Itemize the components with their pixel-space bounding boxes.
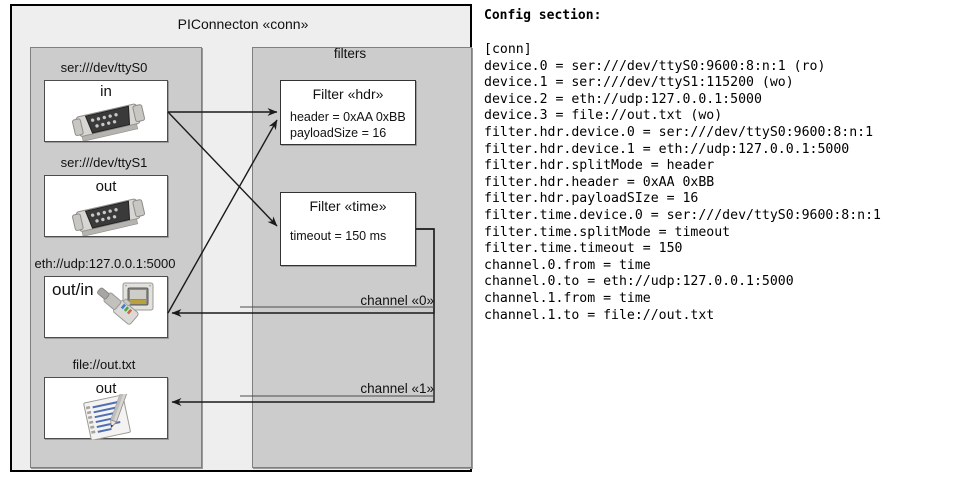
config-line: device.3 = file://out.txt (wo) (484, 108, 723, 124)
config-line: channel.1.from = time (484, 290, 651, 306)
component-title: PIConnecton «conn» (177, 16, 309, 32)
device-card-ttyS0[interactable]: in (44, 80, 168, 142)
filter-card-time[interactable]: Filter «time» timeout = 150 ms (280, 192, 416, 266)
filter-hdr-prop-header: header = 0xAA 0xBB (290, 110, 406, 124)
filter-time-title: Filter «time» (309, 198, 387, 214)
device-card-eth[interactable]: out/in (44, 276, 168, 338)
channel-0-label: channel «0» (360, 293, 434, 308)
config-section: Config section: [conn]device.0 = ser:///… (482, 0, 964, 484)
config-line: channel.1.to = file://out.txt (484, 307, 715, 323)
config-line: filter.time.splitMode = timeout (484, 224, 731, 240)
filter-time-prop-timeout: timeout = 150 ms (290, 229, 387, 243)
config-heading: Config section: (484, 8, 602, 23)
config-line: device.2 = eth://udp:127.0.0.1:5000 (484, 91, 762, 107)
config-line: filter.hdr.header = 0xAA 0xBB (484, 174, 715, 190)
config-line: filter.hdr.payloadSIze = 16 (484, 191, 699, 207)
device-io-eth: out/in (52, 280, 94, 299)
config-lines-list: [conn]device.0 = ser:///dev/ttyS0:9600:8… (484, 42, 881, 324)
config-line: channel.0.to = eth://udp:127.0.0.1:5000 (484, 274, 794, 290)
serial-port-icon (72, 103, 146, 141)
text-file-icon (83, 394, 131, 440)
config-line: filter.hdr.splitMode = header (484, 158, 715, 174)
config-line: channel.0.from = time (484, 257, 651, 273)
device-label-ttyS0: ser:///dev/ttyS0 (60, 60, 148, 75)
device-io-ttyS1: out (95, 178, 117, 195)
config-line: device.1 = ser:///dev/ttyS1:115200 (wo) (484, 75, 794, 91)
config-line: filter.hdr.device.1 = eth://udp:127.0.0.… (484, 141, 850, 157)
filter-hdr-prop-payloadsize: payloadSize = 16 (290, 126, 387, 140)
config-line: device.0 = ser:///dev/ttyS0:9600:8:n:1 (… (484, 58, 826, 74)
filter-card-hdr[interactable]: Filter «hdr» header = 0xAA 0xBB payloadS… (280, 80, 416, 145)
device-card-ttyS1[interactable]: out (44, 175, 168, 237)
device-io-ttyS0: in (100, 83, 112, 100)
device-io-file: out (95, 380, 117, 397)
config-line: filter.hdr.device.0 = ser:///dev/ttyS0:9… (484, 124, 874, 140)
config-line: filter.time.timeout = 150 (484, 241, 683, 257)
config-line: [conn] (484, 42, 532, 57)
filters-panel-title: filters (333, 46, 367, 61)
device-label-file: file://out.txt (72, 357, 136, 372)
ethernet-jack-icon (97, 282, 154, 325)
config-line: filter.time.device.0 = ser:///dev/ttyS0:… (484, 207, 881, 223)
filter-hdr-title: Filter «hdr» (312, 86, 384, 102)
device-card-file[interactable]: out (44, 377, 168, 440)
channel-1-label: channel «1» (360, 381, 434, 396)
serial-port-icon (72, 198, 146, 236)
device-label-ttyS1: ser:///dev/ttyS1 (60, 155, 148, 170)
device-label-eth: eth://udp:127.0.0.1:5000 (34, 256, 176, 271)
